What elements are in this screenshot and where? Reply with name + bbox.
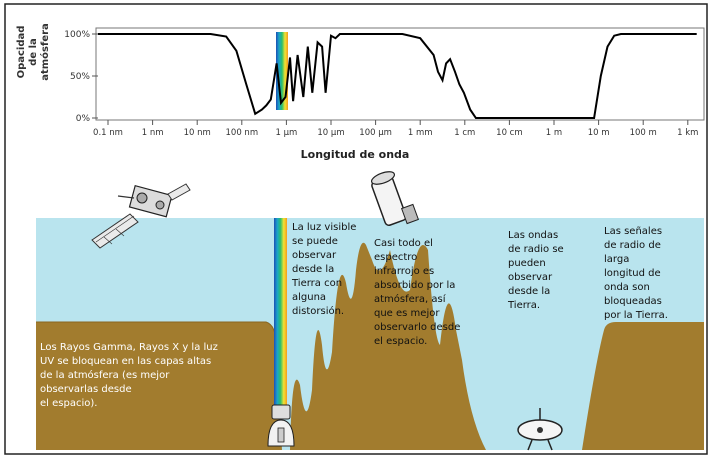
x-tick-label: 1 cm <box>454 128 475 138</box>
y-tick-label: 50% <box>70 72 90 82</box>
x-tick-label: 100 µm <box>359 128 392 138</box>
x-tick-label: 1 m <box>546 128 562 138</box>
x-tick-label: 1 µm <box>275 128 297 138</box>
y-axis-ticks: 0% 50% 100% <box>64 30 98 124</box>
x-tick-label: 1 mm <box>408 128 433 138</box>
x-tick-label: 10 m <box>588 128 610 138</box>
visible-light-beam <box>274 218 287 413</box>
satellite-icon <box>91 183 191 249</box>
radio-dish-icon <box>517 408 563 451</box>
ground-telescope-icon <box>267 404 295 447</box>
x-axis-ticks: 0.1 nm 1 nm 10 nm 100 nm 1 µm 10 µm 100 µm 1 mm… <box>93 120 698 138</box>
outer-frame <box>4 3 708 455</box>
y-axis-label-2: de la <box>28 38 39 66</box>
ground-region <box>36 242 704 450</box>
gamma-xray-uv-caption: Los Rayos Gamma, Rayos X y la luz UV se … <box>40 342 221 409</box>
x-tick-label: 10 nm <box>184 128 211 138</box>
x-axis-label: Longitud de onda <box>301 148 410 161</box>
opacity-chart: 0% 50% 100% 0.1 nm 1 nm 10 nm 100 nm 1 µm 10 µm… <box>16 23 705 161</box>
y-axis-label-3: atmósfera <box>39 23 51 81</box>
x-tick-label: 1 km <box>677 128 698 138</box>
x-tick-label: 100 m <box>630 128 657 138</box>
series-line-opacity <box>98 33 697 119</box>
visible-light-caption: La luz visible se puede observar desde l… <box>291 222 360 317</box>
x-tick-label: 100 nm <box>226 128 259 138</box>
x-tick-label: 10 µm <box>317 128 344 138</box>
longwave-radio-caption: Las señales de radio de larga longitud d… <box>604 226 668 321</box>
infrared-caption: Casi todo el espectro infrarrojo es abso… <box>374 238 464 347</box>
chart-frame <box>95 27 705 121</box>
atmosphere-illustration <box>36 218 704 450</box>
space-telescope-icon <box>370 171 420 226</box>
x-tick-label: 0.1 nm <box>93 128 123 138</box>
radio-caption: Las ondas de radio se pueden observar de… <box>507 230 567 311</box>
x-tick-label: 1 nm <box>142 128 164 138</box>
x-tick-label: 10 cm <box>496 128 522 138</box>
y-axis-label-1: Opacidad <box>16 26 27 79</box>
y-tick-label: 0% <box>76 114 91 124</box>
y-tick-label: 100% <box>64 30 90 40</box>
